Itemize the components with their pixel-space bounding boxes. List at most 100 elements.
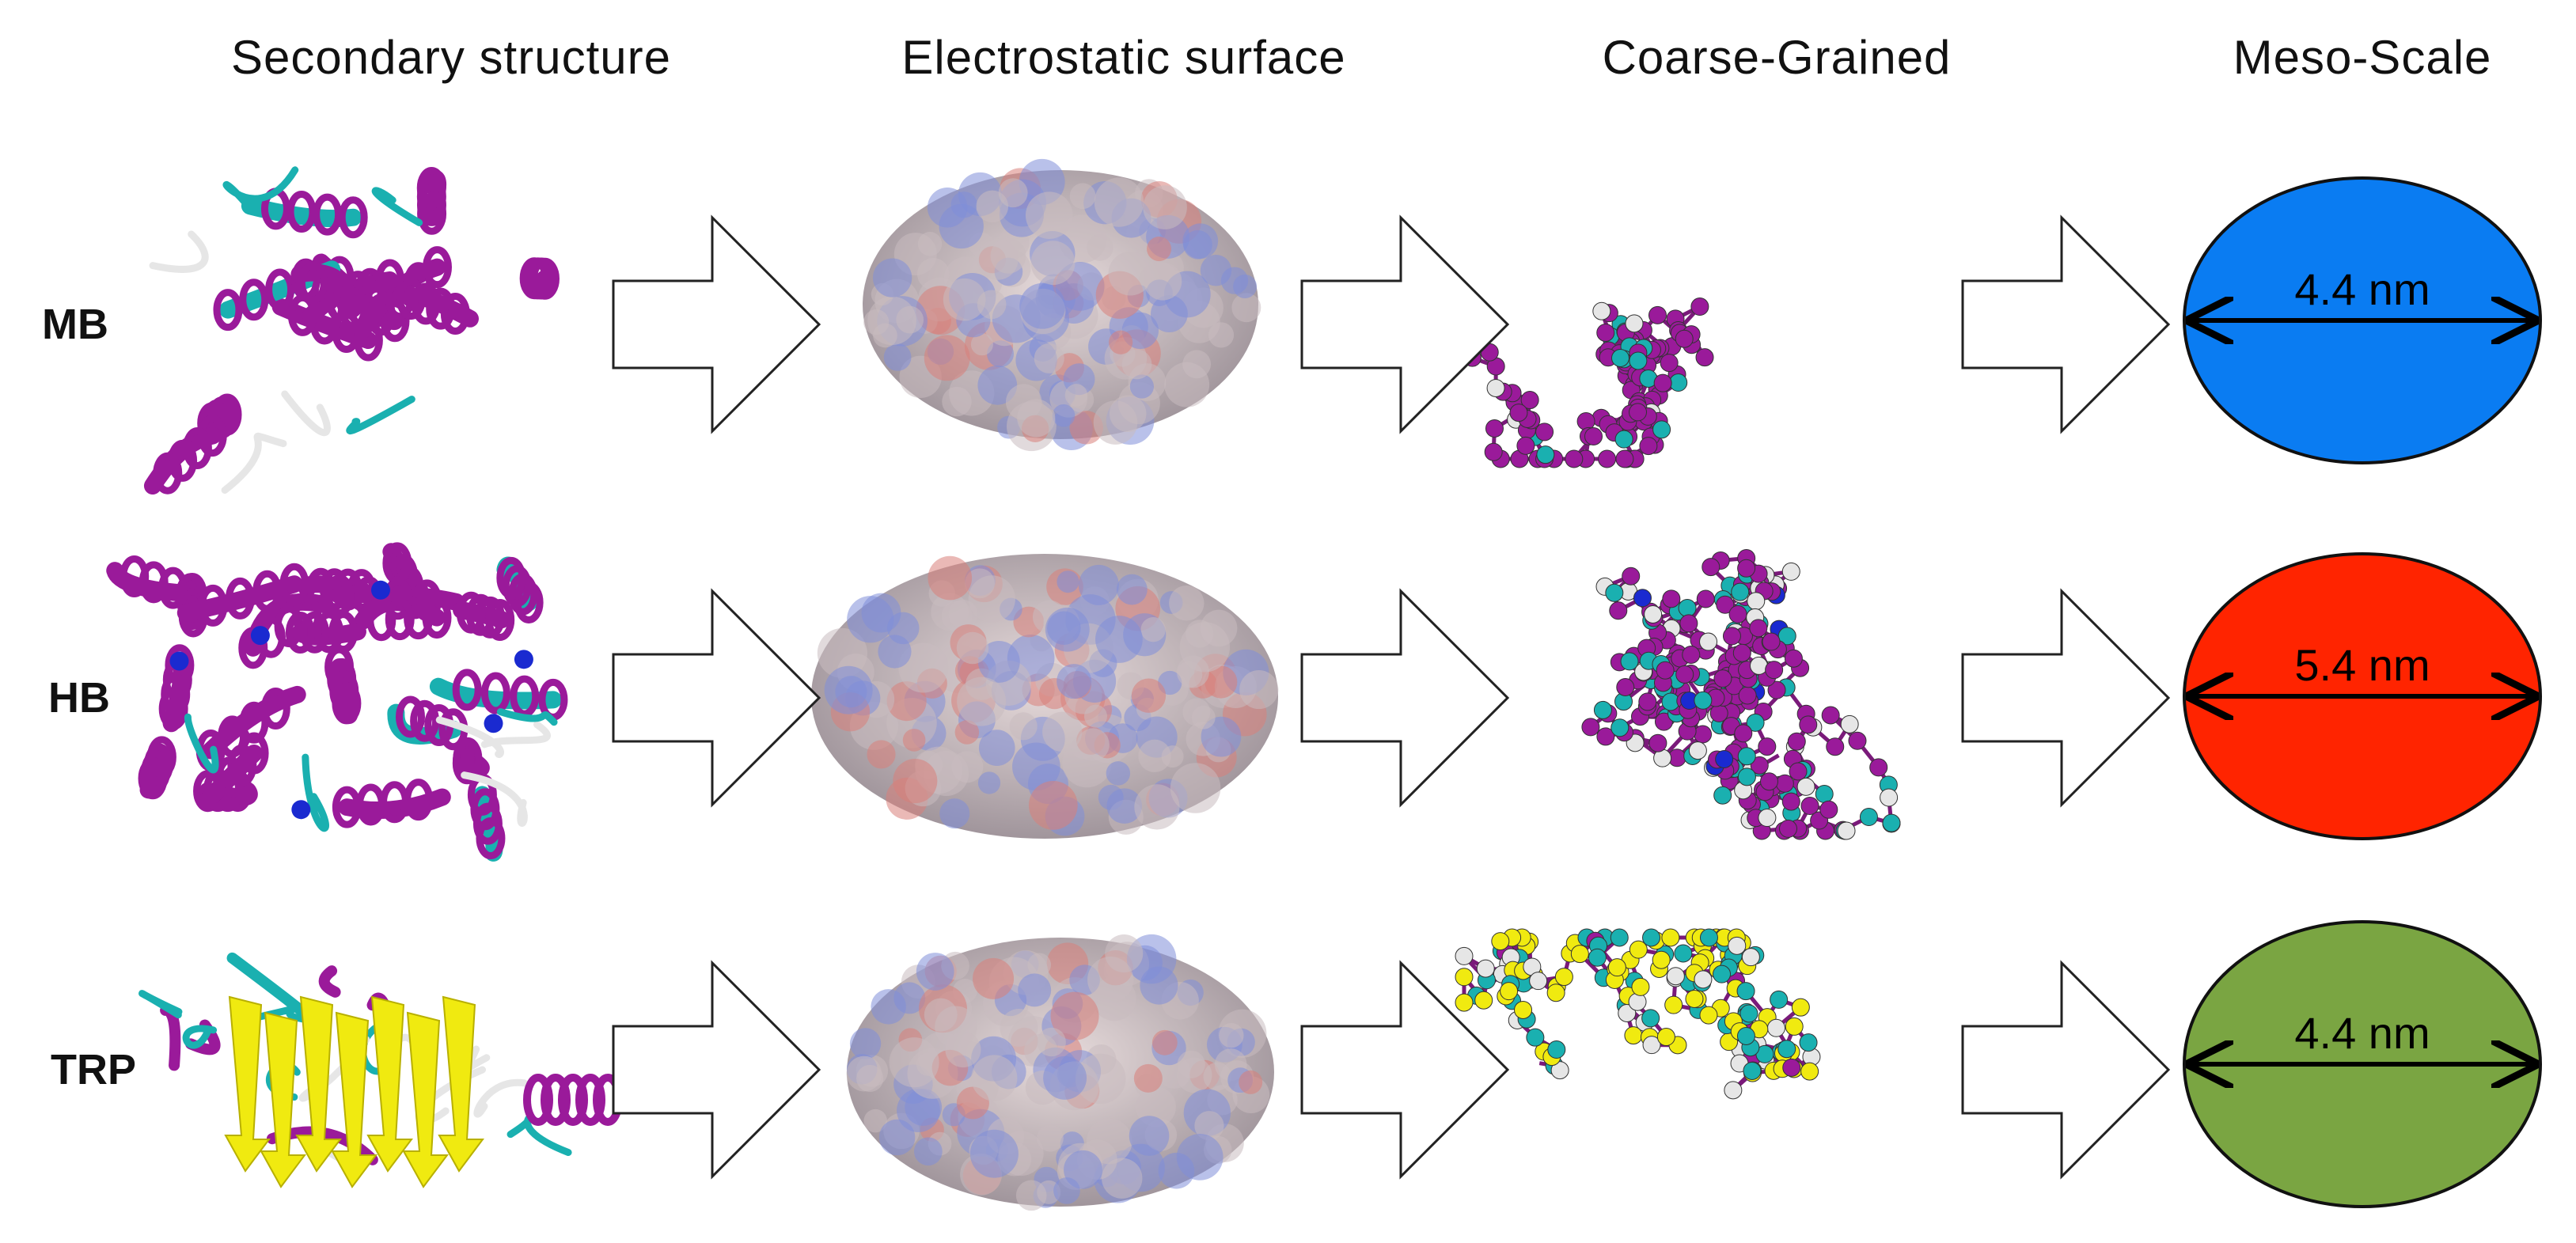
flow-arrow-mb-2 bbox=[1300, 214, 1510, 434]
surface-patch bbox=[878, 1119, 916, 1156]
bead bbox=[1737, 559, 1756, 578]
helix-turn bbox=[313, 193, 343, 236]
helix-turn bbox=[396, 695, 426, 738]
surface-patch bbox=[990, 237, 1026, 274]
helix-turn bbox=[324, 279, 355, 321]
surface-patch bbox=[954, 720, 980, 745]
surface-patch bbox=[1219, 1022, 1244, 1048]
surface-patch bbox=[1018, 973, 1052, 1007]
surface-patch bbox=[1094, 177, 1144, 227]
helix-turn bbox=[252, 570, 283, 612]
helix-turn bbox=[404, 779, 434, 821]
surface-patch bbox=[924, 335, 970, 381]
surface-patch bbox=[973, 957, 1015, 999]
surface-patch bbox=[1076, 728, 1110, 761]
surface-patch bbox=[1028, 780, 1078, 830]
helix-turn bbox=[212, 393, 242, 436]
bead bbox=[1688, 741, 1707, 760]
surface-patch bbox=[1083, 704, 1107, 728]
surface-patch bbox=[1050, 991, 1099, 1040]
surface-patch bbox=[1106, 788, 1143, 824]
surface-patch bbox=[924, 998, 958, 1032]
helix-turn bbox=[476, 817, 506, 860]
diameter-label: 5.4 nm bbox=[2294, 640, 2430, 690]
diameter-label: 4.4 nm bbox=[2294, 1008, 2430, 1058]
bead bbox=[1642, 928, 1661, 947]
protein-structures-layer bbox=[106, 158, 1901, 1211]
flow-arrow-mb-1 bbox=[612, 214, 821, 434]
electrostatic-surface-mb bbox=[863, 158, 1261, 452]
helix-turn bbox=[338, 196, 368, 239]
bead bbox=[1628, 992, 1647, 1011]
surface-patch bbox=[998, 178, 1028, 208]
bead bbox=[1722, 627, 1741, 646]
helix-turn bbox=[311, 270, 341, 313]
bead bbox=[1596, 323, 1615, 342]
surface-patch bbox=[1183, 229, 1212, 260]
bead bbox=[1616, 677, 1635, 696]
bead bbox=[1633, 589, 1652, 608]
bead bbox=[1695, 348, 1714, 367]
surface-patch bbox=[987, 340, 1015, 368]
bead bbox=[1554, 968, 1573, 987]
bead bbox=[1777, 627, 1796, 646]
surface-patch bbox=[849, 1028, 882, 1059]
bead bbox=[1484, 442, 1503, 461]
beta-strand bbox=[224, 995, 271, 1173]
bead bbox=[1605, 583, 1624, 602]
helix-turn bbox=[558, 1074, 588, 1126]
surface-patch bbox=[1025, 191, 1073, 239]
surface-patch bbox=[1116, 574, 1148, 605]
bead bbox=[1652, 950, 1671, 969]
bead bbox=[1781, 562, 1800, 581]
surface-patch bbox=[945, 1032, 981, 1068]
bead bbox=[1799, 715, 1818, 734]
beta-strand bbox=[366, 995, 413, 1173]
surface-patch bbox=[977, 290, 1007, 320]
surface-patch bbox=[1169, 585, 1205, 621]
surface-patch bbox=[1043, 1055, 1087, 1100]
helix-segment bbox=[318, 965, 341, 998]
bead bbox=[1592, 301, 1611, 320]
bead bbox=[1638, 692, 1657, 711]
surface-patch bbox=[1034, 343, 1064, 373]
meso-scale-layer: 4.4 nm5.4 nm4.4 nm bbox=[2183, 176, 2542, 1208]
bead bbox=[1546, 983, 1565, 1002]
bead bbox=[1696, 589, 1715, 608]
surface-patch bbox=[889, 1037, 939, 1088]
bead bbox=[1639, 437, 1658, 456]
bead bbox=[1736, 982, 1755, 1001]
surface-patch bbox=[1105, 934, 1144, 973]
bead bbox=[1737, 747, 1756, 766]
beta-strand bbox=[438, 995, 484, 1173]
secondary-structure-hb bbox=[106, 542, 568, 862]
helix-turn bbox=[153, 452, 183, 495]
bead bbox=[1610, 349, 1629, 368]
bead bbox=[1666, 967, 1685, 986]
helix-turn bbox=[120, 555, 150, 597]
surface-patch bbox=[1129, 374, 1155, 399]
bead bbox=[1750, 756, 1769, 775]
surface-patch bbox=[916, 953, 954, 991]
bead bbox=[1641, 1009, 1660, 1028]
bead bbox=[1669, 373, 1688, 392]
surface-patch bbox=[898, 642, 949, 693]
surface-patch bbox=[1205, 665, 1238, 699]
bead bbox=[1509, 404, 1528, 423]
bead bbox=[1699, 1006, 1718, 1025]
coil-segment bbox=[473, 1078, 529, 1118]
surface-patch bbox=[1057, 664, 1092, 699]
bead bbox=[1787, 732, 1806, 751]
row-label-mb: MB bbox=[42, 301, 108, 348]
surface-patch bbox=[1200, 255, 1232, 286]
surface-patch bbox=[1053, 1177, 1080, 1204]
bead bbox=[1565, 449, 1584, 468]
electrostatic-surface-trp bbox=[846, 934, 1274, 1211]
bead bbox=[1859, 808, 1878, 827]
heme-highlight bbox=[514, 650, 533, 669]
bead bbox=[1674, 944, 1693, 963]
bead bbox=[1775, 774, 1794, 793]
bead bbox=[1652, 420, 1671, 439]
surface-patch bbox=[1134, 784, 1180, 830]
coarse-grained-model-hb bbox=[1581, 549, 1901, 840]
